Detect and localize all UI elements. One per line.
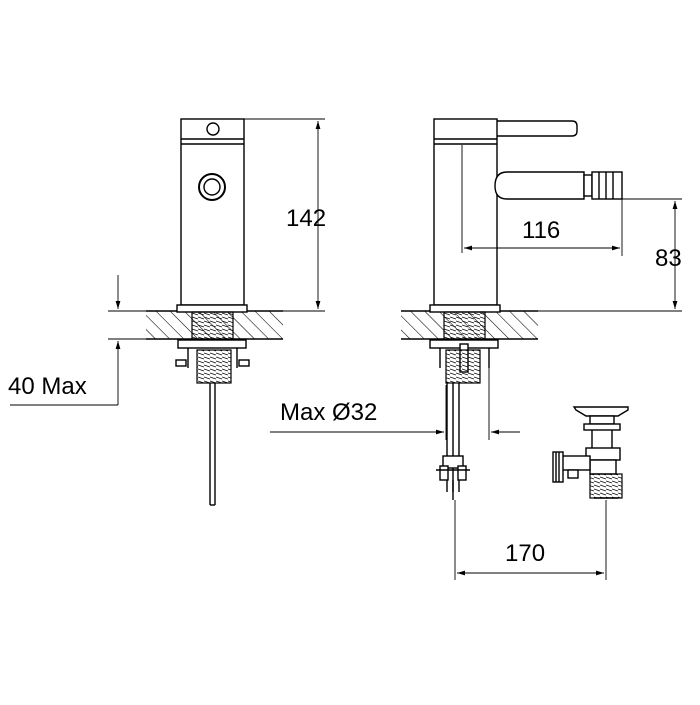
dim-40-label: 40 Max — [8, 373, 87, 400]
dim-116-label: 116 — [522, 217, 560, 244]
side-view: 116 83 Max Ø32 170 — [270, 118, 682, 580]
tap-body-front — [180, 118, 245, 306]
aerator — [583, 174, 593, 197]
lever-handle — [495, 120, 578, 137]
lever-pin-icon — [206, 122, 220, 136]
dim-170-label: 170 — [505, 540, 545, 567]
popup-knob-icon — [198, 173, 226, 201]
dim-142-label: 142 — [286, 205, 326, 232]
front-view: 142 40 Max — [8, 118, 326, 506]
tap-body-side — [433, 118, 498, 306]
popup-waste — [552, 406, 629, 499]
threaded-shank-front — [191, 311, 234, 341]
spout — [494, 171, 585, 200]
waste-thread — [589, 473, 623, 499]
dim-32-label: Max Ø32 — [280, 399, 377, 426]
dim-83-label: 83 — [655, 245, 682, 272]
threaded-shank-side — [443, 311, 486, 341]
